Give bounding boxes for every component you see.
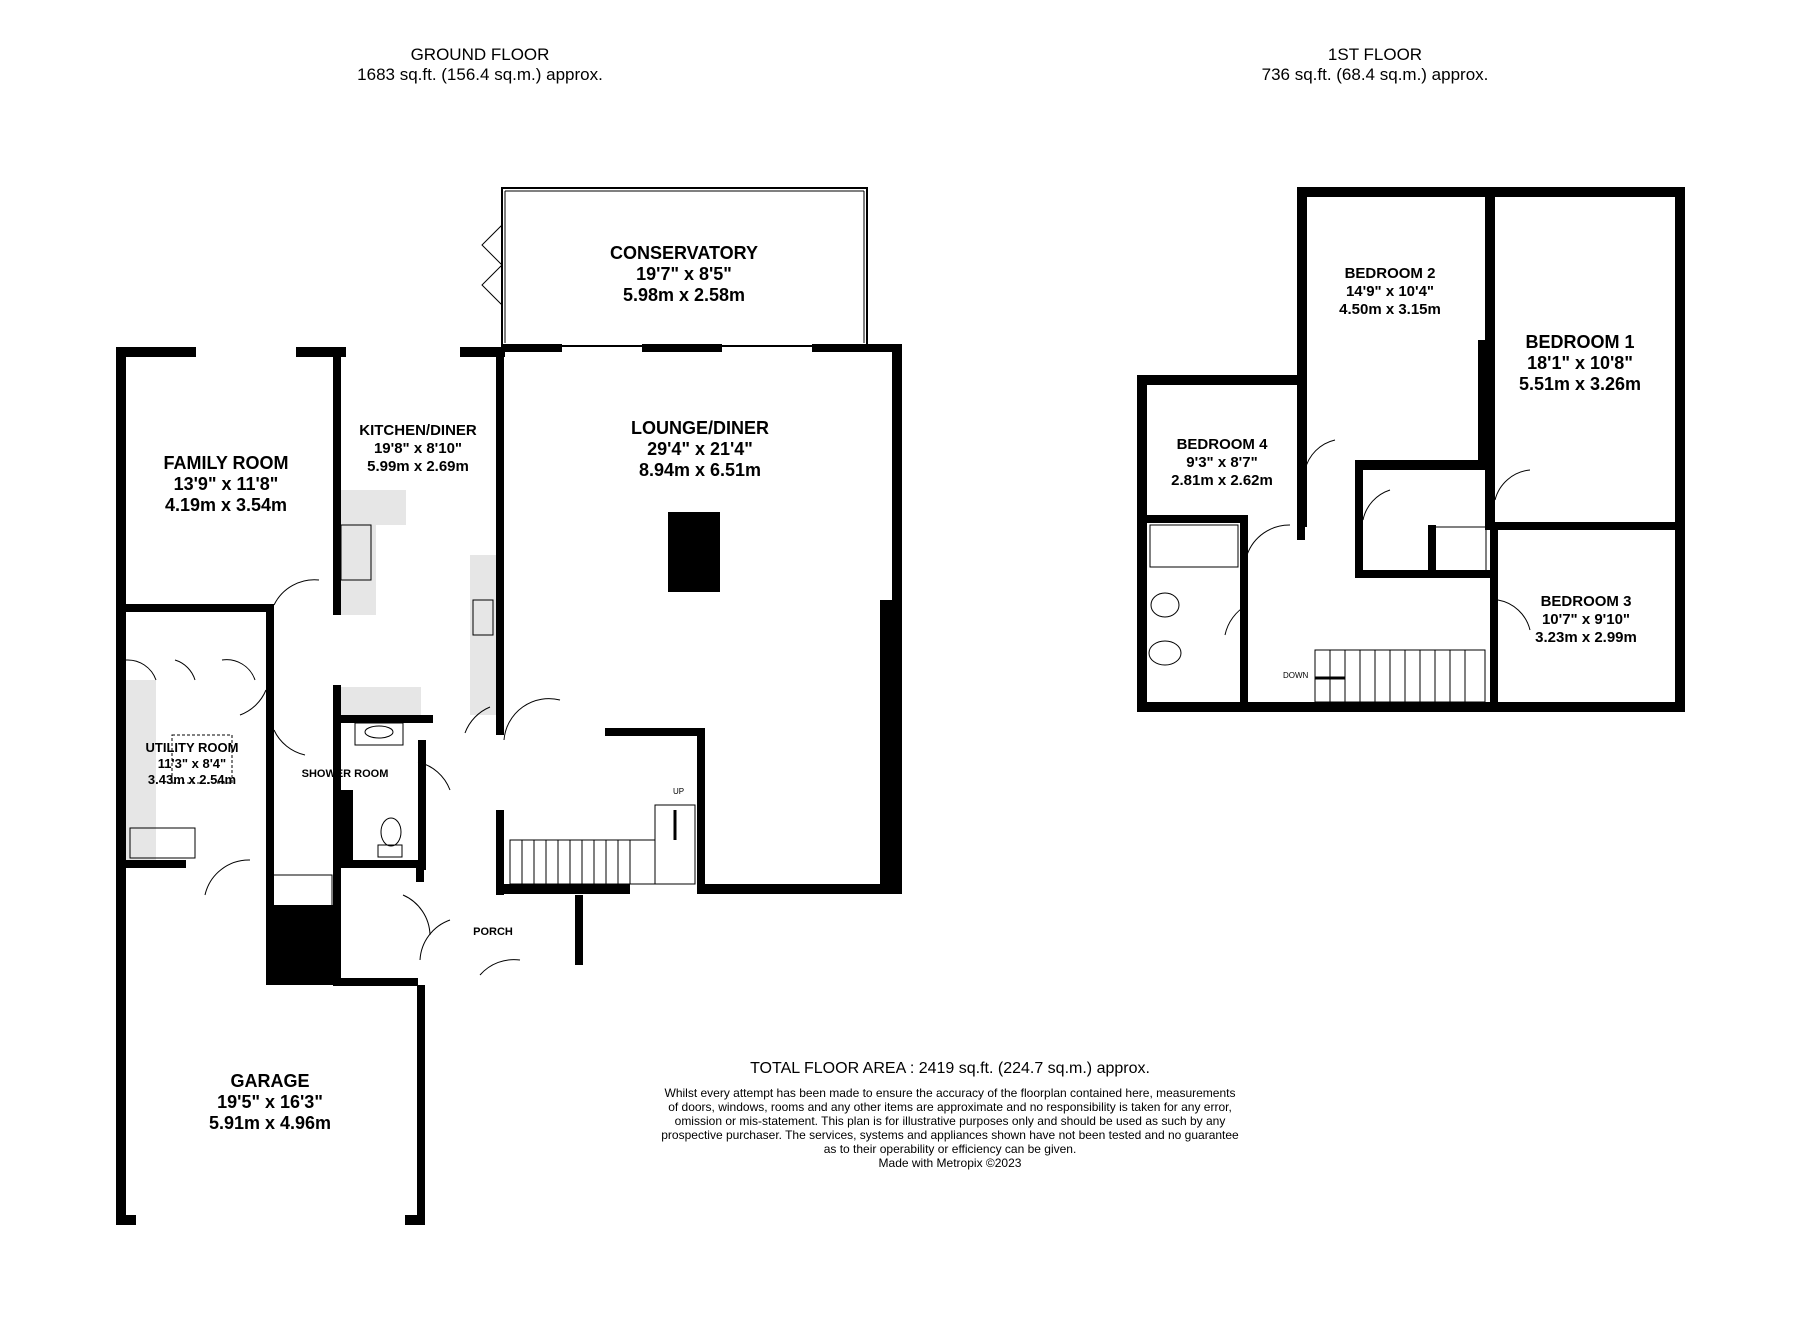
- ground-floor-header: GROUND FLOOR 1683 sq.ft. (156.4 sq.m.) a…: [330, 45, 630, 85]
- room-label-lounge-diner: LOUNGE/DINER 29'4" x 21'4" 8.94m x 6.51m: [630, 418, 770, 480]
- wall: [296, 347, 346, 357]
- wall: [500, 884, 630, 894]
- first-floor-header: 1ST FLOOR 736 sq.ft. (68.4 sq.m.) approx…: [1225, 45, 1525, 85]
- first-floor-title: 1ST FLOOR: [1327, 45, 1423, 64]
- room-label-porch: PORCH: [473, 926, 513, 938]
- stairs-ground: [509, 804, 696, 885]
- room-label-conservatory: CONSERVATORY 19'7" x 8'5" 5.98m x 2.58m: [609, 243, 759, 305]
- ground-floor-area: 1683 sq.ft. (156.4 sq.m.) approx.: [357, 65, 603, 84]
- room-label-bedroom-3: BEDROOM 3 10'7" x 9'10" 3.23m x 2.99m: [1535, 593, 1637, 646]
- room-label-shower-room: SHOWER ROOM: [301, 768, 389, 780]
- copyright: Made with Metropix ©2023: [878, 1156, 1022, 1170]
- room-label-family-room: FAMILY ROOM 13'9" x 11'8" 4.19m x 3.54m: [163, 453, 289, 515]
- room-label-bedroom-4: BEDROOM 4 9'3" x 8'7" 2.81m x 2.62m: [1171, 436, 1273, 489]
- room-label-utility-room: UTILITY ROOM 11'3" x 8'4" 3.43m x 2.54m: [145, 740, 239, 787]
- disclaimer-line: Whilst every attempt has been made to en…: [664, 1086, 1236, 1100]
- room-label-bedroom-1: BEDROOM 1 18'1" x 10'8" 5.51m x 3.26m: [1518, 332, 1642, 394]
- stairs-down-label: DOWN: [1283, 671, 1309, 680]
- disclaimer-line: omission or mis-statement. This plan is …: [674, 1114, 1226, 1128]
- wall: [880, 600, 902, 894]
- wall: [700, 884, 902, 894]
- stairs-first: [1314, 649, 1486, 703]
- wall: [502, 344, 562, 352]
- ground-floor-title: GROUND FLOOR: [410, 45, 550, 64]
- wall: [642, 344, 722, 352]
- total-floor-area: TOTAL FLOOR AREA : 2419 sq.ft. (224.7 sq…: [750, 1060, 1150, 1077]
- room-label-kitchen-diner: KITCHEN/DINER 19'8" x 8'10" 5.99m x 2.69…: [359, 422, 477, 475]
- wall: [116, 347, 126, 1225]
- ground-floor-plan: [116, 187, 902, 1225]
- first-floor-area: 736 sq.ft. (68.4 sq.m.) approx.: [1261, 65, 1489, 84]
- disclaimer-line: of doors, windows, rooms and any other i…: [668, 1100, 1232, 1114]
- wall: [116, 347, 196, 357]
- room-label-garage: GARAGE 19'5" x 16'3" 5.91m x 4.96m: [208, 1071, 332, 1133]
- disclaimer-line: as to their operability or efficiency ca…: [823, 1142, 1077, 1156]
- first-floor-plan: [1137, 187, 1685, 712]
- wall: [812, 344, 902, 352]
- stairs-up-label: UP: [673, 787, 685, 796]
- disclaimer-line: prospective purchaser. The services, sys…: [661, 1128, 1239, 1142]
- room-label-bedroom-2: BEDROOM 2 14'9" x 10'4" 4.50m x 3.15m: [1339, 265, 1441, 318]
- wall: [460, 347, 505, 357]
- disclaimer: Whilst every attempt has been made to en…: [640, 1086, 1260, 1170]
